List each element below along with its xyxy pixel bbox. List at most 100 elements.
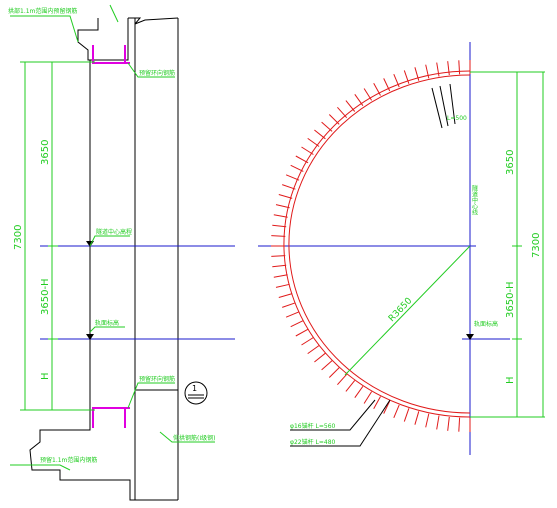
- dim-h-left: H: [40, 372, 51, 380]
- anchor-tick: [363, 88, 373, 101]
- left-top-outline: [77, 18, 129, 61]
- rail-marker-right: [466, 334, 474, 340]
- anchor-tick: [285, 174, 300, 181]
- leader-anchor2: [290, 399, 391, 447]
- anchor-tick: [458, 60, 461, 75]
- anchor-tick: [301, 337, 314, 346]
- anchor-tick: [295, 155, 309, 164]
- radial-anchors: [271, 60, 471, 432]
- dim-3650h-left: 3650-H: [40, 278, 51, 315]
- right-section: R3650 L=500 隧道中心线 轨面标高 φ16锚杆 L=560 φ22锚杆…: [258, 42, 545, 455]
- label-arch-steel-bottom: 预留环向钢筋: [139, 375, 175, 383]
- anchor-tick: [328, 367, 340, 378]
- label-arch-steel: 预留环向钢筋: [139, 69, 175, 77]
- anchor-tick: [321, 360, 333, 371]
- anchor-tick: [458, 417, 461, 432]
- leader-top: [10, 15, 79, 43]
- anchor-tick: [275, 204, 290, 209]
- lining-arc-inner: [288, 74, 471, 414]
- anchor-tick: [383, 78, 391, 92]
- anchor-tick: [337, 106, 348, 119]
- bolt-leader-1: [431, 87, 443, 129]
- anchor-tick: [290, 164, 304, 172]
- anchor-tick: [271, 235, 286, 237]
- anchor-tick: [383, 400, 391, 414]
- label-rail: 轨面标高: [95, 319, 119, 327]
- anchor-tick: [425, 64, 430, 79]
- leader-center: [89, 235, 130, 247]
- anchor-tick: [436, 415, 440, 430]
- label-axis: 隧道中心线: [471, 184, 478, 215]
- anchor-tick: [337, 373, 348, 386]
- label-top: 拱部1.1m范围内预留钢筋: [8, 7, 77, 15]
- anchor-tick: [278, 293, 293, 298]
- label-bolt: L=500: [447, 115, 467, 122]
- anchor-tick: [345, 100, 356, 112]
- label-bottom: 预留1.1m范围内钢筋: [40, 456, 97, 464]
- anchor-tick: [447, 416, 450, 431]
- anchor-tick: [403, 70, 410, 84]
- anchor-tick: [272, 264, 287, 268]
- leader-rail: [89, 326, 125, 333]
- anchor-tick: [282, 184, 296, 190]
- anchor-tick: [273, 214, 288, 218]
- label-center: 隧道中心高程: [96, 228, 132, 236]
- bolt-leader-2: [439, 85, 449, 127]
- anchor-tick: [414, 67, 420, 81]
- anchor-tick: [278, 194, 293, 199]
- anchor-tick: [393, 404, 400, 418]
- lining-arc-outer: [283, 70, 471, 418]
- anchor-tick: [354, 386, 364, 398]
- anchor-tick: [290, 320, 304, 328]
- radius-line: [344, 245, 471, 376]
- anchor-tick: [314, 352, 326, 363]
- anchor-tick: [273, 274, 288, 278]
- anchor-tick: [272, 224, 287, 228]
- anchor-tick: [314, 129, 326, 140]
- leader-arch-steel: [127, 62, 175, 78]
- dim-7300-left: 7300: [13, 225, 24, 250]
- section-symbol-icon: 1: [184, 381, 208, 405]
- bolt-leader-3: [449, 83, 456, 125]
- leader-anchor1: [290, 399, 376, 431]
- leader-arch-steel-bottom: [127, 382, 175, 409]
- leader-bottom: [10, 464, 71, 471]
- left-bottom-outline: [29, 410, 178, 501]
- label-anchor2: φ22锚杆 L=480: [290, 438, 336, 446]
- rail-marker-left: [86, 334, 94, 340]
- anchor-tick: [328, 114, 340, 125]
- anchor-tick: [373, 82, 381, 96]
- label-radius: R3650: [387, 296, 415, 324]
- anchor-tick: [363, 391, 373, 404]
- anchor-tick: [425, 413, 430, 428]
- anchor-tick: [414, 411, 420, 425]
- dim-3650-right: 3650: [505, 150, 516, 175]
- anchor-tick: [436, 62, 440, 77]
- anchor-tick: [393, 74, 400, 88]
- leader-invert: [159, 431, 215, 443]
- anchor-tick: [271, 255, 286, 257]
- anchor-tick: [373, 396, 381, 410]
- anchor-tick: [275, 283, 290, 288]
- label-invert: 仰拱钢筋(I级钢): [173, 434, 215, 442]
- svg-text:1: 1: [192, 384, 197, 393]
- anchor-tick: [307, 345, 320, 355]
- anchor-tick: [285, 311, 300, 318]
- anchor-tick: [307, 137, 320, 147]
- anchor-tick: [354, 94, 364, 106]
- anchor-tick: [282, 302, 296, 308]
- anchor-tick: [345, 380, 356, 392]
- label-anchor1: φ16锚杆 L=560: [290, 422, 336, 430]
- anchor-tick: [447, 61, 450, 76]
- rebar-top-left: [92, 45, 130, 64]
- label-rail-right: 轨面标高: [474, 320, 498, 328]
- dim-3650h-right: 3650-H: [505, 281, 516, 318]
- dim-3650-left: 3650: [40, 140, 51, 165]
- dim-7300-right: 7300: [531, 233, 542, 258]
- left-section: 3650 7300 3650-H H 拱部1.1m范围内预留钢筋 预留环向钢筋 …: [8, 4, 235, 501]
- rebar-bottom-left: [92, 407, 130, 428]
- dim-h-right: H: [505, 376, 516, 384]
- anchor-tick: [403, 408, 410, 422]
- leader-top-break: [109, 4, 119, 23]
